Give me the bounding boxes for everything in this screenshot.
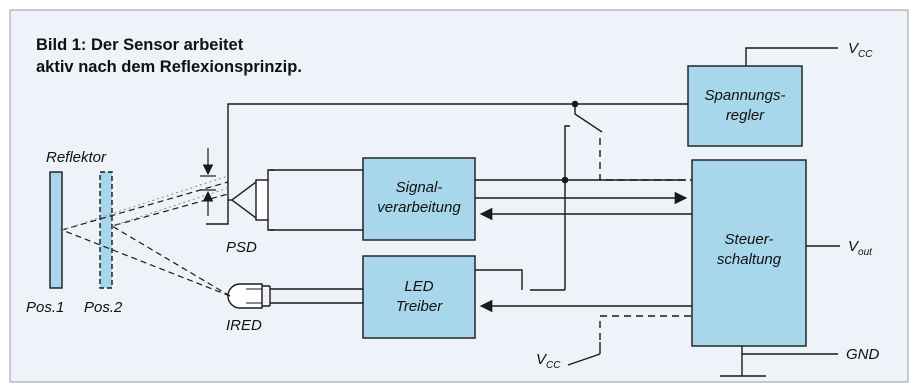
figure-caption-line2: aktiv nach dem Reflexionsprinzip. xyxy=(36,58,302,76)
gnd-label: GND xyxy=(846,346,880,363)
signal-block-line2: verarbeitung xyxy=(377,199,461,216)
ired-label: IRED xyxy=(226,317,262,334)
ired-emitter xyxy=(227,283,271,309)
reflector-pos1 xyxy=(49,171,63,289)
figure-caption-line1: Bild 1: Der Sensor arbeitet xyxy=(36,36,244,54)
pos2-label: Pos.2 xyxy=(84,299,123,316)
led-block-line1: LED xyxy=(404,278,433,295)
control-block-line1: Steuer- xyxy=(725,231,774,248)
block-led-treiber xyxy=(362,255,476,339)
vcc-bottom-label: VCC xyxy=(536,351,561,371)
led-block-line2: Treiber xyxy=(396,298,443,315)
signal-wiring xyxy=(270,169,692,313)
control-block-line2: schaltung xyxy=(717,251,782,268)
regulator-block-line1: Spannungs- xyxy=(705,87,786,104)
block-signalverarbeitung xyxy=(362,157,476,241)
pos1-label: Pos.1 xyxy=(26,299,64,316)
block-spannungsregler xyxy=(687,65,803,147)
vcc-top-label: VCC xyxy=(848,40,873,60)
junction-node xyxy=(571,100,579,108)
regulator-block-line2: regler xyxy=(726,107,765,124)
vout-label: Vout xyxy=(848,238,873,258)
reflector-pos2 xyxy=(99,171,113,289)
psd-label: PSD xyxy=(226,239,257,256)
supply-wiring xyxy=(206,47,840,377)
reflector-label: Reflektor xyxy=(46,149,107,166)
displacement-marker xyxy=(200,148,216,216)
psd-sensor xyxy=(228,169,274,231)
block-steuerschaltung xyxy=(691,159,807,347)
signal-block-line1: Signal- xyxy=(396,179,443,196)
